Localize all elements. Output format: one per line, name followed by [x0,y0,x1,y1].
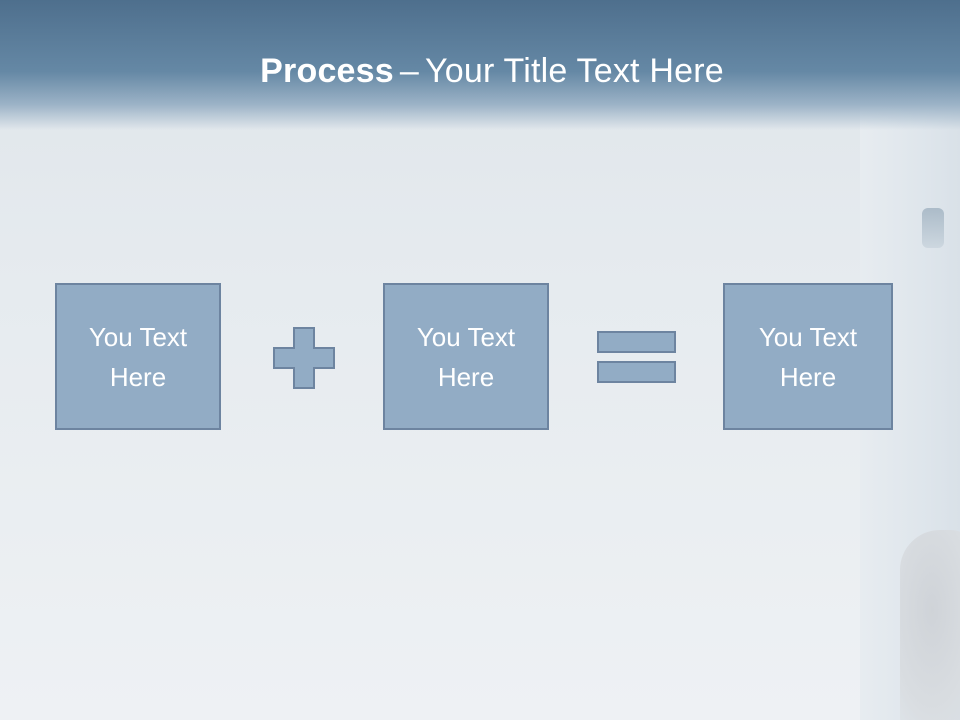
title-bold: Process [260,52,394,90]
text-box-3-line-1: You Text [758,321,858,352]
text-box-2-line-1: You Text [416,321,516,352]
headset-shape [922,208,944,248]
equals-icon [597,331,676,383]
text-box-1-line-1: You Text [88,321,188,352]
slide-title: Process–Your Title Text Here [0,52,960,91]
text-box-3-line-2: Here [779,361,837,392]
plus-icon [273,327,335,389]
text-box-2-line-2: Here [437,361,495,392]
header-band [0,0,960,130]
hand-shape [900,530,960,720]
title-rest: Your Title Text Here [425,52,724,90]
text-box-1-line-2: Here [109,361,167,392]
title-dash: – [399,52,419,90]
text-box-3: You Text Here [723,283,893,430]
text-box-2: You Text Here [383,283,549,430]
text-box-1: You Text Here [55,283,221,430]
